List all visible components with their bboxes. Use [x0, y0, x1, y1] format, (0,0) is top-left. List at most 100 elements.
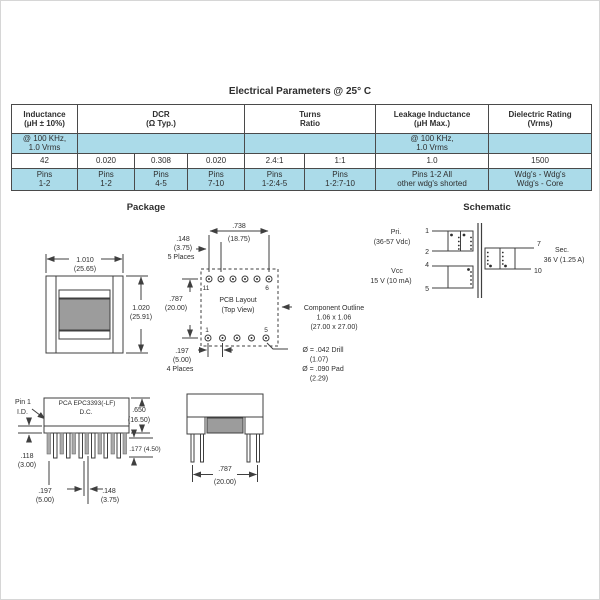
col-header-leakage: Leakage Inductance (μH Max.) [375, 104, 490, 134]
dim-pcb-span-in: .738 [232, 223, 246, 230]
schematic-pin-5: 5 [425, 286, 429, 293]
package-side-view-drawing: Pin 1 I.D. PCA EPC3393(-LF) D.C. [15, 397, 130, 459]
header-line: Inductance [23, 109, 66, 119]
page-title: Electrical Parameters @ 25° C [228, 86, 372, 97]
pins-line: other wdg's shorted [397, 179, 467, 189]
header-line: Turns [299, 109, 321, 119]
value-dcr-2: 0.308 [134, 152, 188, 169]
front-width-dimension: .787 (20.00) [192, 465, 258, 486]
pins-line: 1-2:4-5 [261, 179, 288, 189]
package-top-view-drawing [45, 275, 124, 354]
dim-front-width-in: .787 [218, 466, 232, 473]
pcb-top-pitch-dimension: .148 (3.75) 5 Places [168, 236, 222, 272]
pri-label-1: Pri. [391, 229, 402, 236]
pin1-id-label-1: Pin 1 [15, 399, 31, 406]
polarity-dot [504, 264, 507, 268]
pcb-layout-drawing: 11 6 1 5 PCB Layout (Top View) [200, 268, 279, 347]
value-leakage: 1.0 [375, 152, 490, 169]
schematic-pin-1: 1 [425, 228, 429, 235]
vcc-label-1: Vcc [391, 268, 403, 275]
header-line: DCR [152, 109, 170, 119]
values-row: 42 0.020 0.308 0.020 2.4:1 1:1 1.0 1500 [11, 152, 593, 169]
polarity-dot [467, 268, 470, 271]
dim-pitch-bot-mm: (5.00) [173, 357, 191, 364]
dim-standoff-in: .118 [20, 453, 33, 460]
dim-pitch-bot-note: 4 Places [167, 366, 194, 373]
drill-pad-callout: Ø = .042 Drill (1.07) Ø = .090 Pad (2.29… [266, 342, 344, 383]
pins-turns-1: Pins 1-2:4-5 [244, 167, 306, 191]
dim-side-pitch1-in: .197 [38, 488, 52, 495]
pins-line: Pins [36, 169, 53, 179]
outline-label-3: (27.00 x 27.00) [310, 324, 357, 331]
vcc-winding [432, 265, 474, 289]
header-subline: (μH Max.) [414, 119, 451, 128]
dim-pcb-height-mm: (20.00) [165, 305, 187, 312]
pins-line: 4-5 [155, 179, 167, 189]
pins-line: 1-2:7-10 [325, 179, 355, 189]
primary-winding [432, 230, 474, 252]
pad-label-11: 11 [203, 285, 210, 292]
pins-inductance: Pins 1-2 [11, 167, 78, 191]
pad-label-1-text: Ø = .090 Pad [302, 366, 344, 373]
pins-line: Wdg's - Core [516, 179, 564, 189]
pins-row: Pins 1-2 Pins 1-2 Pins 4-5 Pins 7-10 Pin… [11, 167, 593, 191]
pins-line: Pins [208, 169, 224, 179]
pins-turns-2: Pins 1-2:7-10 [304, 167, 377, 191]
part-dc-label: D.C. [80, 409, 93, 416]
schematic-pin-10: 10 [534, 268, 542, 275]
dim-pin-length: .177 (4.50) [129, 446, 160, 453]
secondary-winding [484, 247, 534, 270]
pcb-span-dimension: .738 (18.75) [208, 223, 270, 272]
value-dcr-3: 0.020 [186, 152, 246, 169]
dim-pitch-bot-in: .197 [175, 348, 189, 355]
dim-side-pitch2-mm: (3.75) [101, 497, 119, 504]
cond-leakage: @ 100 KHz, 1.0 Vrms [375, 133, 490, 154]
polarity-dot [489, 264, 492, 268]
electrical-parameters-table: Inductance (μH ± 10%) DCR (Ω Typ.) Turns… [11, 104, 593, 191]
component-outline-box [200, 268, 279, 347]
pcb-pads-bottom-row [204, 334, 270, 342]
cond-dielectric-empty [488, 133, 593, 154]
dim-top-width-mm: (25.65) [74, 266, 96, 273]
dim-top-height-mm: (25.91) [130, 314, 152, 321]
pin1-id-label-2: I.D. [17, 409, 28, 416]
pins-line: Pins 1-2 All [412, 169, 453, 179]
dim-pitch-top-mm: (3.75) [174, 245, 192, 252]
header-line: Dielectric Rating [508, 109, 572, 119]
pad-label-5: 5 [264, 327, 268, 334]
dim-pcb-span-mm: (18.75) [228, 236, 250, 243]
schematic-pin-2: 2 [425, 249, 429, 256]
package-front-view-drawing [186, 393, 264, 463]
pins-line: Pins [153, 169, 169, 179]
pcb-layout-label-1: PCB Layout [219, 297, 256, 304]
table-header-row: Inductance (μH ± 10%) DCR (Ω Typ.) Turns… [11, 104, 593, 134]
dim-top-height-in: 1.020 [132, 305, 150, 312]
dim-standoff-mm: (3.00) [18, 462, 36, 469]
pad-label-1: 1 [205, 327, 209, 334]
pins-line: 1-2 [100, 179, 112, 189]
pins-line: Pins [266, 169, 283, 179]
col-header-inductance: Inductance (μH ± 10%) [11, 104, 78, 134]
package-section-title: Package [126, 202, 166, 213]
dim-top-width-in: 1.010 [76, 257, 94, 264]
pins-line: 1-2 [38, 179, 51, 189]
dim-pitch-top-in: .148 [176, 236, 190, 243]
pins-line: Wdg's - Wdg's [514, 169, 566, 179]
value-dcr-1: 0.020 [77, 152, 135, 169]
col-header-dcr: DCR (Ω Typ.) [76, 104, 246, 134]
header-subline: (Vrms) [527, 119, 553, 128]
side-view-pins [46, 432, 127, 459]
vcc-label-2: 15 V (10 mA) [370, 278, 411, 285]
pcb-bottom-pitch-dimension: .197 (5.00) 4 Places [167, 343, 233, 373]
core-front-view [206, 417, 244, 434]
cond-inductance: @ 100 KHz, 1.0 Vrms [11, 133, 78, 154]
cond-turns-empty [244, 133, 377, 154]
value-inductance: 42 [11, 152, 78, 169]
col-header-turns-ratio: Turns Ratio [244, 104, 377, 134]
core-top-view [58, 298, 111, 331]
pad-label-6: 6 [265, 285, 269, 292]
dim-side-pitch1-mm: (5.00) [36, 497, 54, 504]
cond-dcr-empty [76, 133, 246, 154]
header-subline: (μH ± 10%) [24, 119, 65, 128]
